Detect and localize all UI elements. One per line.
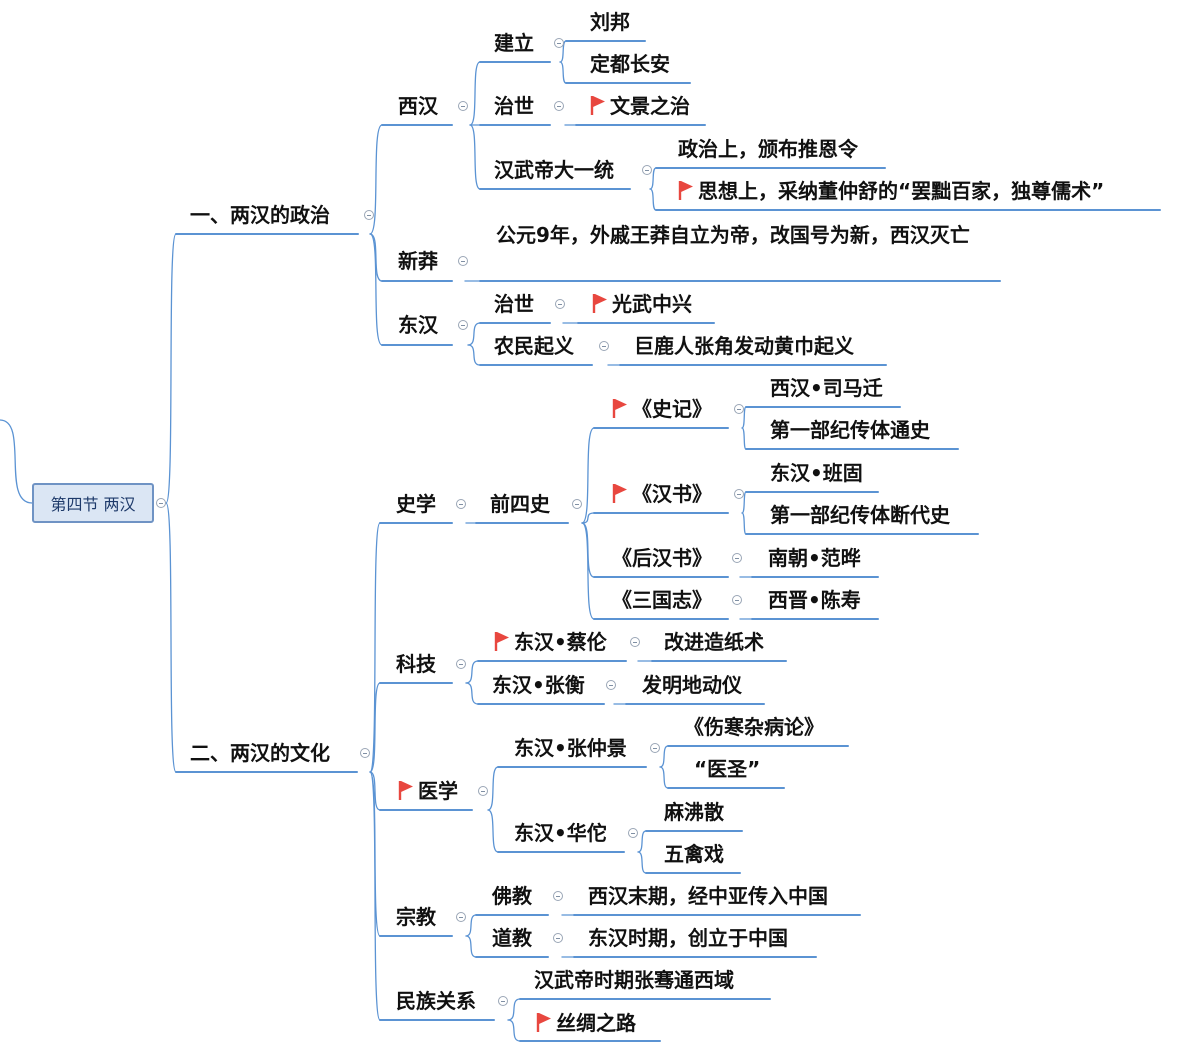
topic-cailun-label: 东汉•蔡伦	[514, 630, 607, 654]
collapse-minus-icon[interactable]	[456, 912, 466, 922]
collapse-minus-icon[interactable]	[628, 828, 638, 838]
collapse-minus-icon[interactable]	[572, 499, 582, 509]
topic-donghan-zhishi[interactable]: 治世	[494, 292, 534, 316]
topic-shanghan[interactable]: 《伤寒杂病论》	[684, 715, 824, 739]
collapse-minus-icon[interactable]	[364, 210, 374, 220]
topic-hanshu-label: 《汉书》	[632, 482, 712, 506]
collapse-minus-icon[interactable]	[732, 595, 742, 605]
topic-houhanshu[interactable]: 《后汉书》	[612, 546, 712, 570]
collapse-minus-icon[interactable]	[458, 256, 468, 266]
topic-duandai[interactable]: 第一部纪传体断代史	[770, 503, 950, 527]
topic-fojiao[interactable]: 佛教	[492, 884, 532, 908]
topic-silu[interactable]: 丝绸之路	[536, 1011, 636, 1035]
topic-zaozhi[interactable]: 改进造纸术	[664, 630, 764, 654]
topic-sanguozhi[interactable]: 《三国志》	[612, 588, 712, 612]
collapse-minus-icon[interactable]	[554, 38, 564, 48]
collapse-minus-icon[interactable]	[553, 933, 563, 943]
collapse-minus-icon[interactable]	[553, 891, 563, 901]
collapse-minus-icon[interactable]	[554, 101, 564, 111]
topic-jianli[interactable]: 建立	[494, 31, 534, 55]
collapse-minus-icon[interactable]	[642, 165, 652, 175]
collapse-minus-icon[interactable]	[156, 498, 166, 508]
topic-guangwu-label: 光武中兴	[612, 292, 692, 316]
topic-culture[interactable]: 二、两汉的文化	[190, 741, 330, 765]
topic-wenjing[interactable]: 文景之治	[590, 94, 690, 118]
collapse-minus-icon[interactable]	[478, 786, 488, 796]
topic-cailun[interactable]: 东汉•蔡伦	[494, 630, 607, 654]
red-flag-icon	[398, 781, 413, 800]
topic-silu-label: 丝绸之路	[556, 1011, 636, 1035]
topic-daojiao[interactable]: 道教	[492, 926, 532, 950]
topic-xihan-zhishi[interactable]: 治世	[494, 94, 534, 118]
topic-shiji-label: 《史记》	[632, 397, 712, 421]
topic-huatuo[interactable]: 东汉•华佗	[514, 821, 607, 845]
topic-daojiao-note[interactable]: 东汉时期，创立于中国	[588, 926, 788, 950]
topic-zhangzhongjing[interactable]: 东汉•张仲景	[514, 736, 627, 760]
red-flag-icon	[612, 484, 627, 503]
topic-xihan[interactable]: 西汉	[398, 94, 438, 118]
topic-politics[interactable]: 一、两汉的政治	[190, 203, 330, 227]
topic-rushu[interactable]: 思想上，采纳董仲舒的“罢黜百家，独尊儒术”	[678, 179, 1104, 203]
red-flag-icon	[536, 1013, 551, 1032]
red-flag-icon	[590, 96, 605, 115]
topic-bangu[interactable]: 东汉•班固	[770, 461, 863, 485]
topic-wudi[interactable]: 汉武帝大一统	[494, 158, 614, 182]
red-flag-icon	[612, 399, 627, 418]
red-flag-icon	[592, 294, 607, 313]
topic-donghan[interactable]: 东汉	[398, 313, 438, 337]
topic-didongyi[interactable]: 发明地动仪	[642, 673, 742, 697]
topic-tuien[interactable]: 政治上，颁布推恩令	[678, 137, 858, 161]
topic-xinmang-desc[interactable]: 公元9年，外戚王莽自立为帝，改国号为新，西汉灭亡	[496, 223, 970, 247]
red-flag-icon	[678, 181, 693, 200]
topic-qiyi[interactable]: 农民起义	[494, 334, 574, 358]
topic-rushu-label: 思想上，采纳董仲舒的“罢黜百家，独尊儒术”	[698, 179, 1105, 203]
topic-hanshu[interactable]: 《汉书》	[612, 482, 712, 506]
collapse-minus-icon[interactable]	[732, 553, 742, 563]
topic-shiji[interactable]: 《史记》	[612, 397, 712, 421]
topic-yixue[interactable]: 医学	[398, 779, 458, 803]
topic-chenshou[interactable]: 西晋•陈寿	[768, 588, 861, 612]
topic-yixue-label: 医学	[418, 779, 458, 803]
topic-zhangqian[interactable]: 汉武帝时期张骞通西域	[534, 968, 734, 992]
topic-huangjin[interactable]: 巨鹿人张角发动黄巾起义	[634, 334, 854, 358]
topic-wenjing-label: 文景之治	[610, 94, 690, 118]
root-topic[interactable]: 第四节 两汉	[32, 483, 154, 523]
topic-zongjiao[interactable]: 宗教	[396, 905, 436, 929]
topic-tongshi[interactable]: 第一部纪传体通史	[770, 418, 930, 442]
topic-shixue[interactable]: 史学	[396, 492, 436, 516]
collapse-minus-icon[interactable]	[555, 299, 565, 309]
topic-keji[interactable]: 科技	[396, 652, 436, 676]
collapse-minus-icon[interactable]	[606, 680, 616, 690]
collapse-minus-icon[interactable]	[734, 404, 744, 414]
topic-simaqian[interactable]: 西汉•司马迁	[770, 376, 883, 400]
red-flag-icon	[494, 632, 509, 651]
topic-mafeisan[interactable]: 麻沸散	[664, 800, 724, 824]
collapse-minus-icon[interactable]	[599, 341, 609, 351]
collapse-minus-icon[interactable]	[650, 743, 660, 753]
topic-yisheng[interactable]: “医圣”	[694, 757, 761, 781]
topic-liubang[interactable]: 刘邦	[590, 10, 630, 34]
collapse-minus-icon[interactable]	[630, 637, 640, 647]
topic-xinmang[interactable]: 新莽	[398, 249, 438, 273]
topic-dingdu[interactable]: 定都长安	[590, 52, 670, 76]
collapse-minus-icon[interactable]	[498, 996, 508, 1006]
collapse-minus-icon[interactable]	[456, 659, 466, 669]
topic-minzu[interactable]: 民族关系	[396, 989, 476, 1013]
topic-zhangheng[interactable]: 东汉•张衡	[492, 673, 585, 697]
collapse-minus-icon[interactable]	[360, 748, 370, 758]
collapse-minus-icon[interactable]	[458, 101, 468, 111]
topic-qiansishi[interactable]: 前四史	[490, 492, 550, 516]
topic-fojiao-note[interactable]: 西汉末期，经中亚传入中国	[588, 884, 828, 908]
collapse-minus-icon[interactable]	[458, 320, 468, 330]
collapse-minus-icon[interactable]	[734, 489, 744, 499]
topic-wuqinxi[interactable]: 五禽戏	[664, 842, 724, 866]
collapse-minus-icon[interactable]	[456, 499, 466, 509]
topic-guangwu[interactable]: 光武中兴	[592, 292, 692, 316]
topic-fanye[interactable]: 南朝•范晔	[768, 546, 861, 570]
